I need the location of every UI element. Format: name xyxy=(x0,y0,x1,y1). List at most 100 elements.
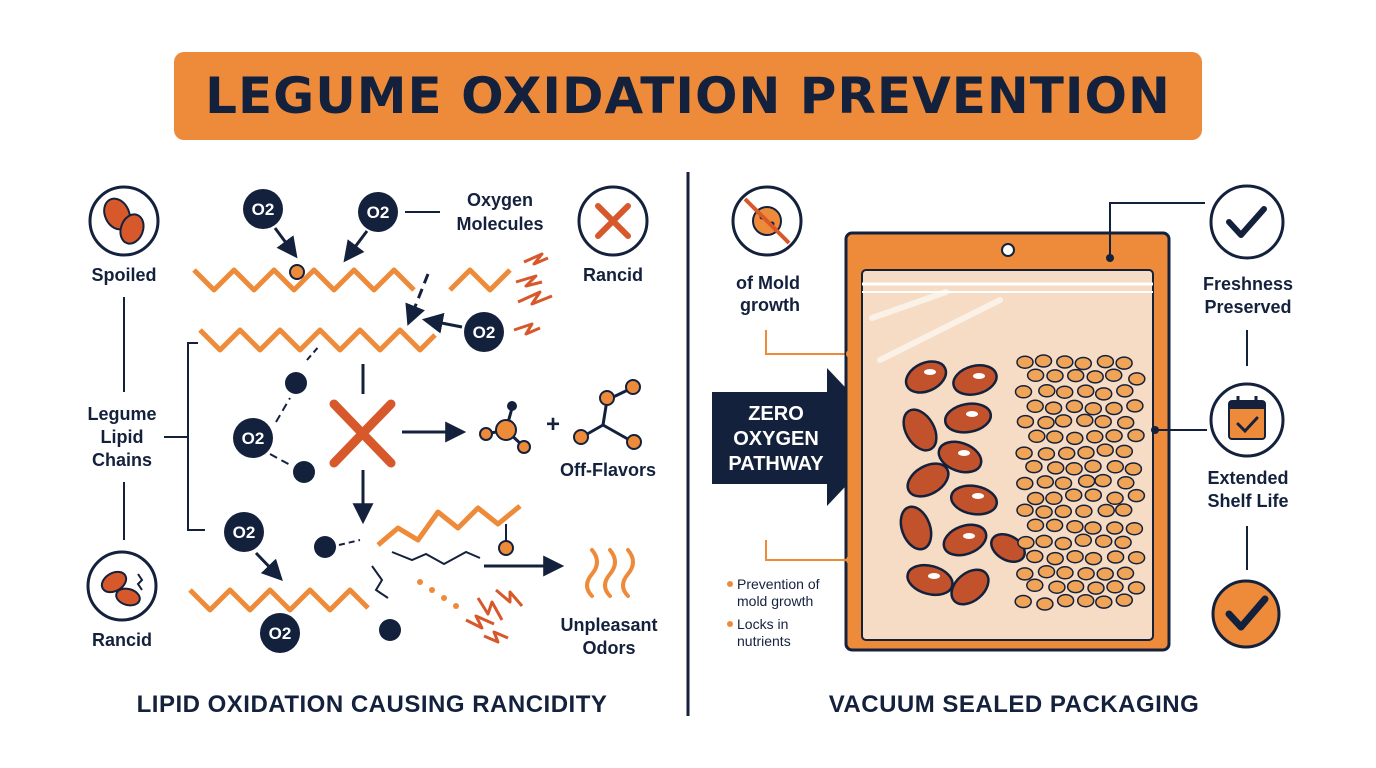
lipid-chain xyxy=(198,327,437,353)
o2-molecule: O2 xyxy=(260,613,300,653)
label-lipid-1: Legume xyxy=(87,404,156,424)
lentil xyxy=(1075,504,1093,518)
dotted-trail xyxy=(441,595,447,601)
bullet-dot xyxy=(727,621,733,627)
lentil xyxy=(1035,505,1053,519)
radical-link xyxy=(306,344,321,361)
label-shelf-2: Shelf Life xyxy=(1207,491,1288,511)
lentil xyxy=(1037,415,1055,430)
bullet-1-line-2: mold growth xyxy=(737,593,813,609)
lentil xyxy=(1128,372,1146,386)
arrow-line-3: PATHWAY xyxy=(728,453,824,475)
lentil xyxy=(1106,460,1125,474)
bean-pair-icon xyxy=(88,185,160,257)
radical-dot xyxy=(289,264,305,280)
lentil xyxy=(1065,462,1083,476)
lentil xyxy=(1076,384,1095,398)
lentil xyxy=(1127,550,1146,565)
cross-icon xyxy=(329,399,396,468)
lentil xyxy=(1106,580,1124,594)
molecule-icon xyxy=(573,379,642,450)
label-oxygen-2: Molecules xyxy=(456,214,543,234)
lentil xyxy=(1026,549,1044,564)
lentil xyxy=(1056,593,1075,608)
svg-text:O2: O2 xyxy=(269,624,292,643)
leader-dot xyxy=(846,350,854,358)
lentil xyxy=(1084,521,1102,535)
radical-link xyxy=(269,453,293,467)
lentil xyxy=(1026,518,1045,533)
lipid-chain xyxy=(376,504,522,547)
lentil xyxy=(1038,384,1056,398)
bean-highlights xyxy=(924,369,985,579)
lentil xyxy=(1094,387,1113,401)
lentil xyxy=(1044,401,1063,415)
kidney-beans xyxy=(899,360,1026,606)
label-rancid-top: Rancid xyxy=(583,265,643,285)
lentil xyxy=(1086,430,1104,444)
lentil xyxy=(1056,355,1074,369)
bullet-leader xyxy=(765,540,850,561)
radical-dot xyxy=(498,540,514,556)
lentil xyxy=(1096,354,1115,369)
plus-sign: + xyxy=(546,411,560,438)
heat-waves-icon xyxy=(585,548,635,598)
lentil xyxy=(1066,579,1085,594)
lentil xyxy=(1095,595,1113,609)
lentil xyxy=(1125,521,1144,536)
lentil xyxy=(1014,594,1032,609)
lentil xyxy=(1066,431,1084,446)
label-lipid-2: Lipid xyxy=(101,427,144,447)
lentil xyxy=(1036,597,1054,611)
label-mold-1: of Mold xyxy=(736,273,800,293)
svg-text:O2: O2 xyxy=(367,203,390,222)
bullet-1-line-1: Prevention of xyxy=(737,576,820,592)
o2-molecule: O2 xyxy=(358,192,398,232)
lentil xyxy=(1084,459,1102,474)
lentil xyxy=(1105,401,1123,416)
arrow-line-2: OXYGEN xyxy=(733,428,819,450)
lentil xyxy=(1096,443,1114,457)
lentil xyxy=(1116,566,1135,581)
lentil xyxy=(1048,580,1066,594)
lentil xyxy=(1054,536,1073,551)
o2-molecule: O2 xyxy=(224,512,264,552)
cross-circle-icon xyxy=(577,185,649,257)
lentil xyxy=(1028,429,1046,444)
lentil xyxy=(1014,385,1033,399)
lentil xyxy=(1114,535,1132,550)
lentil xyxy=(1056,566,1074,580)
lentil xyxy=(1076,593,1095,608)
lentil xyxy=(1054,476,1073,490)
lipid-bracket xyxy=(164,342,205,531)
lentil xyxy=(1016,414,1035,429)
lentil xyxy=(1076,413,1094,428)
check-badge-icon xyxy=(1211,579,1281,649)
dotted-trail xyxy=(417,579,423,585)
lentil xyxy=(1074,356,1093,371)
page-title: LEGUME OXIDATION PREVENTION xyxy=(205,67,1171,125)
lentil xyxy=(1094,473,1112,488)
free-radical xyxy=(293,461,315,483)
lentil xyxy=(1045,491,1063,506)
label-off-flavors: Off-Flavors xyxy=(560,460,656,480)
lentil xyxy=(1017,535,1035,550)
label-mold-2: growth xyxy=(740,295,800,315)
lentil xyxy=(1037,564,1056,579)
leader-dot xyxy=(1151,426,1159,434)
lentil xyxy=(1096,567,1114,581)
lentil xyxy=(1066,549,1084,564)
o2-molecule: O2 xyxy=(233,418,273,458)
radical-link xyxy=(338,539,361,546)
lentil xyxy=(1064,488,1083,502)
calendar-check-icon xyxy=(1209,382,1285,458)
lentil xyxy=(1054,504,1073,519)
lentil xyxy=(1127,488,1146,503)
lentil xyxy=(1126,399,1144,413)
lipid-chain xyxy=(188,587,370,613)
bullet-2-line-2: nutrients xyxy=(737,633,791,649)
check-icon xyxy=(1209,184,1285,260)
attack-arrow xyxy=(273,227,298,259)
lentil xyxy=(1127,428,1145,443)
